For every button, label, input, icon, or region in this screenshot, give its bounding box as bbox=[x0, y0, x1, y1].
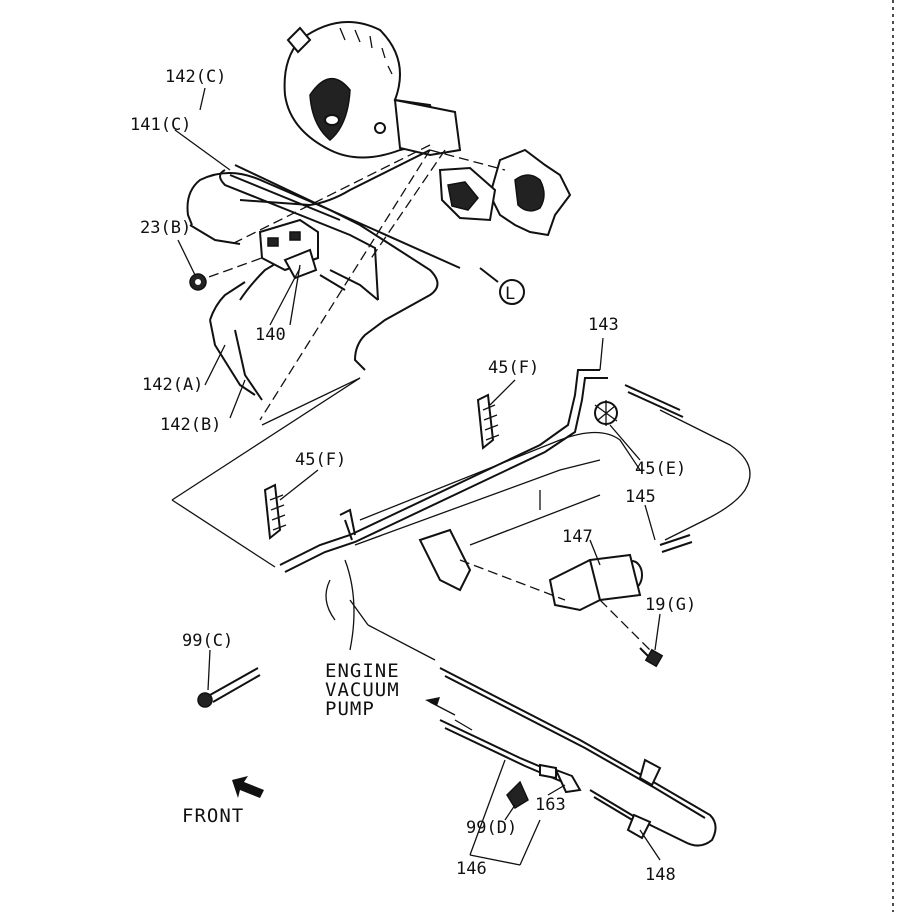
label-140: 140 bbox=[255, 325, 286, 345]
transfer-case-assembly bbox=[283, 21, 572, 237]
upper-vacuum-tubes bbox=[186, 149, 461, 401]
label-45e: 45(E) bbox=[635, 459, 686, 479]
label-141c: 141(C) bbox=[130, 115, 191, 135]
label-147: 147 bbox=[562, 527, 593, 547]
canister-147 bbox=[459, 553, 651, 651]
solenoid-valve-140 bbox=[258, 218, 319, 326]
label-23b: 23(B) bbox=[140, 218, 191, 238]
label-45f-left: 45(F) bbox=[295, 450, 346, 470]
label-45f-top: 45(F) bbox=[488, 358, 539, 378]
bolt-19g bbox=[639, 647, 664, 668]
label-142c: 142(C) bbox=[165, 67, 226, 87]
label-front: FRONT bbox=[182, 805, 244, 827]
label-vacuum: VACUUM bbox=[325, 679, 400, 701]
clip-45e bbox=[594, 400, 618, 426]
label-142b: 142(B) bbox=[160, 415, 221, 435]
nut-23b bbox=[189, 273, 207, 291]
part-labels: 142(C) 141(C) 23(B) 140 142(A) 142(B) 14… bbox=[130, 67, 696, 885]
label-19g: 19(G) bbox=[645, 595, 696, 615]
rear-vacuum-tubes bbox=[279, 369, 751, 573]
label-99d: 99(D) bbox=[466, 818, 517, 838]
frame-rail bbox=[325, 431, 641, 651]
label-142a: 142(A) bbox=[142, 375, 203, 395]
label-pump: PUMP bbox=[325, 698, 375, 720]
upper-guide-lines bbox=[171, 144, 446, 568]
label-143: 143 bbox=[588, 315, 619, 335]
clip-45f-top bbox=[476, 393, 500, 450]
label-engine: ENGINE bbox=[325, 660, 400, 682]
label-99c: 99(C) bbox=[182, 631, 233, 651]
callout-circle-l: L bbox=[479, 267, 525, 305]
bolt-99c bbox=[197, 667, 261, 708]
label-145: 145 bbox=[625, 487, 656, 507]
label-148: 148 bbox=[645, 865, 676, 885]
clip-45f-left bbox=[263, 483, 287, 540]
callout-letter: L bbox=[505, 284, 515, 304]
label-163: 163 bbox=[535, 795, 566, 815]
pump-vacuum-lines bbox=[349, 599, 717, 866]
engine-arrow-icon bbox=[425, 697, 440, 706]
label-146: 146 bbox=[456, 859, 487, 879]
front-arrow-icon bbox=[232, 776, 264, 798]
leader-lines bbox=[174, 87, 661, 861]
